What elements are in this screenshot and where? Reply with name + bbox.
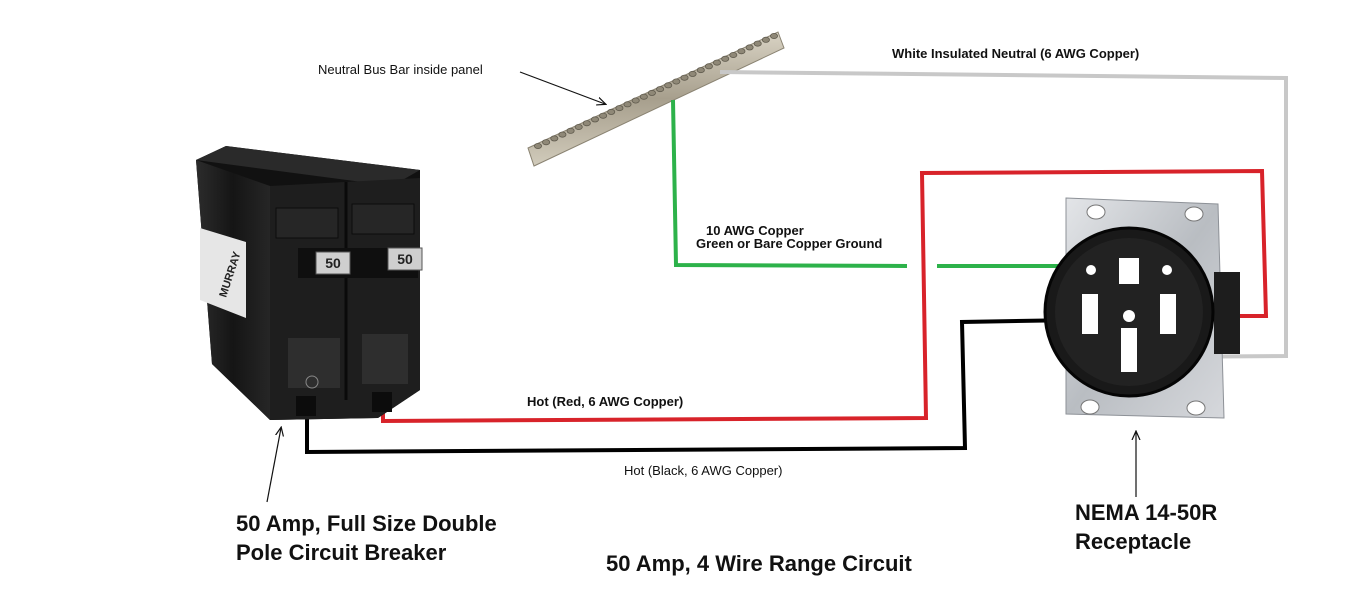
bus-bar-screw: [647, 89, 656, 96]
circuit-breaker: MURRAY 50 50: [196, 146, 423, 420]
bus-bar-screw: [737, 48, 746, 55]
hot-black-label: Hot (Black, 6 AWG Copper): [624, 463, 783, 478]
bus-bar-screw: [680, 74, 689, 81]
bus-bar-screw: [582, 120, 591, 127]
neutral-wire-label: White Insulated Neutral (6 AWG Copper): [892, 46, 1140, 61]
bus-bar-screw: [550, 135, 559, 142]
breaker-arrow: [266, 428, 281, 503]
bus-bar-label: Neutral Bus Bar inside panel: [318, 62, 483, 77]
bus-bar-screw: [534, 142, 543, 149]
bus-bar-screw: [770, 33, 779, 40]
bus-bar-screw: [688, 70, 697, 77]
receptacle-label: NEMA 14-50R Receptacle: [1075, 498, 1217, 556]
nema-receptacle: [1043, 197, 1240, 419]
bus-bar-screw: [704, 63, 713, 70]
bus-bar-screw: [623, 101, 632, 108]
breaker-label: 50 Amp, Full Size Double Pole Circuit Br…: [236, 509, 497, 567]
bus-bar-screws: [534, 33, 779, 149]
hot-black-wire: [305, 318, 1078, 455]
bus-bar-screw: [745, 44, 754, 51]
bus-bar-screw: [721, 55, 730, 62]
hot-red-label: Hot (Red, 6 AWG Copper): [527, 394, 684, 409]
breaker-handle-right-rating: 50: [397, 251, 413, 267]
bus-bar-screw: [753, 40, 762, 47]
bus-bar-screw: [729, 52, 738, 59]
bus-bar-screw: [615, 105, 624, 112]
circuit-title: 50 Amp, 4 Wire Range Circuit: [606, 551, 912, 576]
bus-bar-screw: [566, 127, 575, 134]
breaker-label-line1: 50 Amp, Full Size Double: [236, 511, 497, 536]
callout-arrows: [266, 71, 1136, 503]
neutral-bus-bar: [527, 31, 785, 167]
bus-bar-screw: [599, 112, 608, 119]
bus-bar-arrow: [519, 71, 605, 104]
receptacle-label-line2: Receptacle: [1075, 529, 1192, 554]
bus-bar-screw: [672, 78, 681, 85]
bus-bar-screw: [656, 86, 665, 93]
bus-bar-screw: [574, 124, 583, 131]
receptacle-label-line1: NEMA 14-50R: [1075, 500, 1218, 525]
bus-bar-screw: [591, 116, 600, 123]
ground-wire-label-line2: Green or Bare Copper Ground: [696, 236, 883, 251]
bus-bar-screw: [664, 82, 673, 89]
hot-red-wire: [381, 168, 1269, 424]
bus-bar-screw: [558, 131, 567, 138]
bus-bar-screw: [639, 93, 648, 100]
ground-wire-label-line1: 10 AWG Copper: [706, 223, 804, 238]
bus-bar-screw: [696, 67, 705, 74]
bus-bar-screw: [713, 59, 722, 66]
breaker-handle-left-rating: 50: [325, 255, 341, 271]
bus-bar-screw: [631, 97, 640, 104]
bus-bar-screw: [607, 108, 616, 115]
bus-bar-screw: [542, 139, 551, 146]
ground-wire-left: [671, 99, 908, 268]
breaker-label-line2: Pole Circuit Breaker: [236, 540, 447, 565]
bus-bar-screw: [761, 36, 770, 43]
